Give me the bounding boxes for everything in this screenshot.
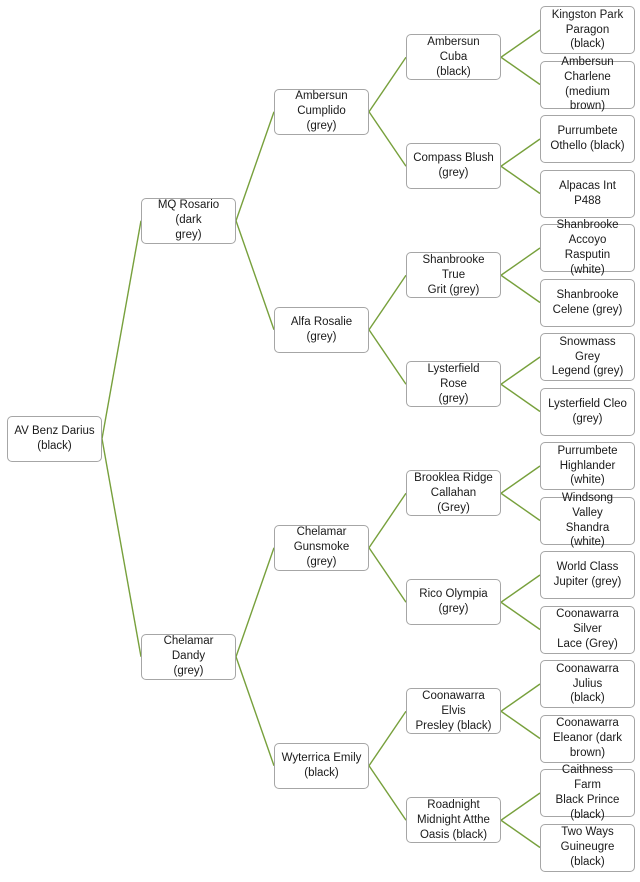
pedigree-node-gen-4[interactable]: Purrumbete Highlander (white) [540,442,635,490]
pedigree-node-gen-4[interactable]: Snowmass Grey Legend (grey) [540,333,635,381]
connector-line [368,710,407,767]
connector-line [500,492,541,522]
pedigree-node-gen-4[interactable]: Caithness Farm Black Prince (black) [540,764,635,821]
connector-line [368,547,407,603]
pedigree-node-gen-4[interactable]: Two Ways Guineugre (black) [540,823,635,872]
pedigree-node-gen-4[interactable]: Kingston Park Paragon (black) [540,6,635,54]
pedigree-node-gen-0[interactable]: AV Benz Darius (black) [7,415,102,462]
pedigree-node-gen-3[interactable]: Lysterfield Rose (grey) [406,361,501,408]
pedigree-node-gen-3[interactable]: Shanbrooke True Grit (grey) [406,252,501,299]
pedigree-node-gen-4[interactable]: Shanbrooke Accoyo Rasputin (white) [540,219,635,276]
pedigree-node-gen-3[interactable]: Coonawarra Elvis Presley (black) [406,688,501,735]
connector-line [368,492,407,549]
connector-line [500,574,541,603]
connector-line [500,601,541,631]
pedigree-node-gen-4[interactable]: Windsong Valley Shandra (white) [540,492,635,548]
pedigree-node-gen-4[interactable]: Coonawarra Julius (black) [540,660,635,708]
connector-line [500,356,541,385]
pedigree-node-gen-3[interactable]: Compass Blush (grey) [406,143,501,190]
connector-line [368,765,407,821]
pedigree-node-gen-4[interactable]: Coonawarra Eleanor (dark brown) [540,714,635,763]
connector-line [368,329,407,385]
pedigree-node-gen-2[interactable]: Chelamar Gunsmoke (grey) [274,524,369,571]
connector-line [500,138,541,167]
connector-line [500,465,541,494]
connector-line [500,792,541,821]
connector-line [500,383,541,413]
connector-line [235,656,275,766]
pedigree-node-gen-2[interactable]: Alfa Rosalie (grey) [274,306,369,353]
pedigree-node-gen-4[interactable]: Alpacas Int P488 [540,169,635,218]
pedigree-node-gen-2[interactable]: Wyterrica Emily (black) [274,742,369,789]
pedigree-node-gen-3[interactable]: Roadnight Midnight Atthe Oasis (black) [406,797,501,844]
connector-line [235,111,275,221]
connector-line [368,111,407,167]
connector-line [235,220,275,330]
pedigree-node-gen-3[interactable]: Rico Olympia (grey) [406,579,501,626]
connector-line [500,819,541,849]
pedigree-node-gen-4[interactable]: Coonawarra Silver Lace (Grey) [540,605,635,654]
connector-line [101,220,142,439]
pedigree-node-gen-4[interactable]: Lysterfield Cleo (grey) [540,387,635,436]
pedigree-node-gen-4[interactable]: Purrumbete Othello (black) [540,115,635,163]
connector-line [368,56,407,113]
pedigree-node-gen-3[interactable]: Ambersun Cuba (black) [406,34,501,81]
pedigree-node-gen-1[interactable]: MQ Rosario (dark grey) [141,197,236,244]
connector-line [368,274,407,331]
connector-line [500,56,541,86]
pedigree-node-gen-4[interactable]: World Class Jupiter (grey) [540,551,635,599]
connector-line [500,29,541,58]
connector-line [500,165,541,195]
connector-line [235,547,275,657]
connector-line [101,438,142,657]
connector-line [500,274,541,304]
pedigree-node-gen-2[interactable]: Ambersun Cumplido (grey) [274,88,369,135]
connector-line [500,683,541,712]
connector-line [500,247,541,276]
pedigree-node-gen-3[interactable]: Brooklea Ridge Callahan (Grey) [406,470,501,517]
pedigree-node-gen-4[interactable]: Shanbrooke Celene (grey) [540,278,635,327]
pedigree-node-gen-4[interactable]: Ambersun Charlene (medium brown) [540,56,635,112]
pedigree-node-gen-1[interactable]: Chelamar Dandy (grey) [141,633,236,680]
connector-line [500,710,541,740]
